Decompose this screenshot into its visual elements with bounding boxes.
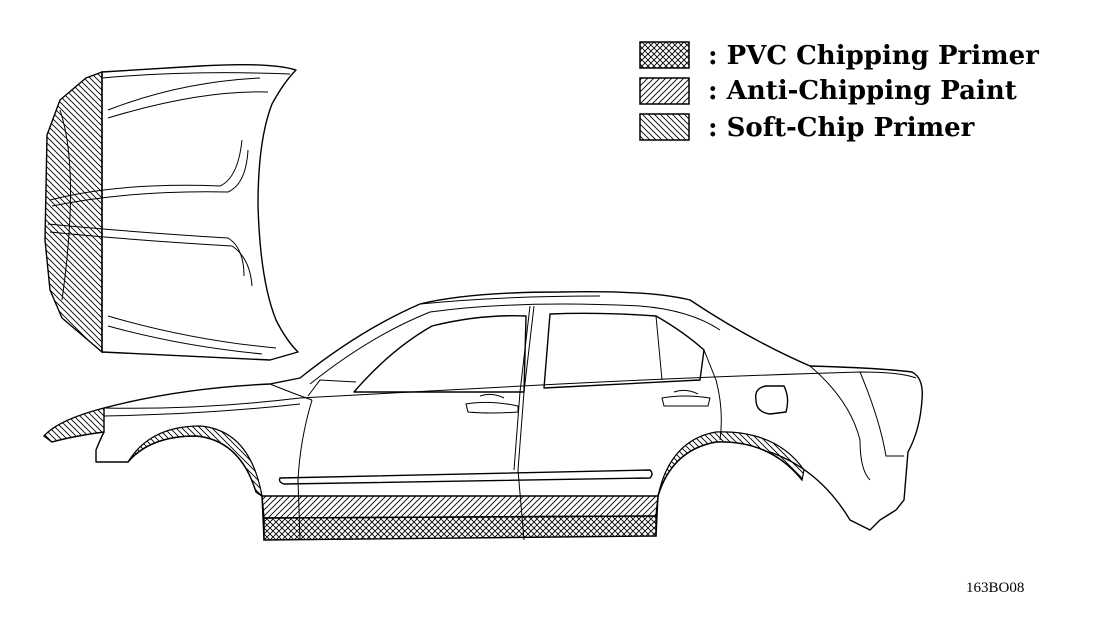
legend-label: : Soft-Chip Primer xyxy=(708,113,975,143)
rear-door-handle xyxy=(661,395,711,407)
hood-outline xyxy=(101,63,299,361)
front-wheel-arch-soft-chip-zone xyxy=(127,425,263,498)
body-outline xyxy=(103,290,923,531)
side-molding xyxy=(278,469,653,485)
hood-panel xyxy=(44,63,299,361)
forward-hatch-swatch xyxy=(639,77,690,105)
back-hatch-swatch xyxy=(639,113,690,141)
legend: : PVC Chipping Primer : Anti-Chipping Pa… xyxy=(639,41,1039,143)
rocker-pvc-chipping-zone xyxy=(263,515,657,541)
legend-label: : Anti-Chipping Paint xyxy=(708,76,1017,106)
figure-code: 163BO08 xyxy=(966,580,1024,596)
legend-item-soft-chip-primer: : Soft-Chip Primer xyxy=(639,113,975,143)
front-door-handle xyxy=(465,401,519,414)
rear-wheel-arch-soft-chip-zone xyxy=(657,431,805,497)
crosshatch-swatch xyxy=(639,41,690,69)
hood-soft-chip-zone xyxy=(44,70,103,354)
legend-item-pvc-chipping-primer: : PVC Chipping Primer xyxy=(639,41,1039,71)
car-body-side xyxy=(42,290,923,541)
legend-item-anti-chipping-paint: : Anti-Chipping Paint xyxy=(639,76,1017,106)
legend-label: : PVC Chipping Primer xyxy=(708,41,1039,71)
fuel-door xyxy=(755,385,789,415)
nose-soft-chip-zone xyxy=(42,407,105,443)
rocker-anti-chipping-zone xyxy=(261,495,659,519)
